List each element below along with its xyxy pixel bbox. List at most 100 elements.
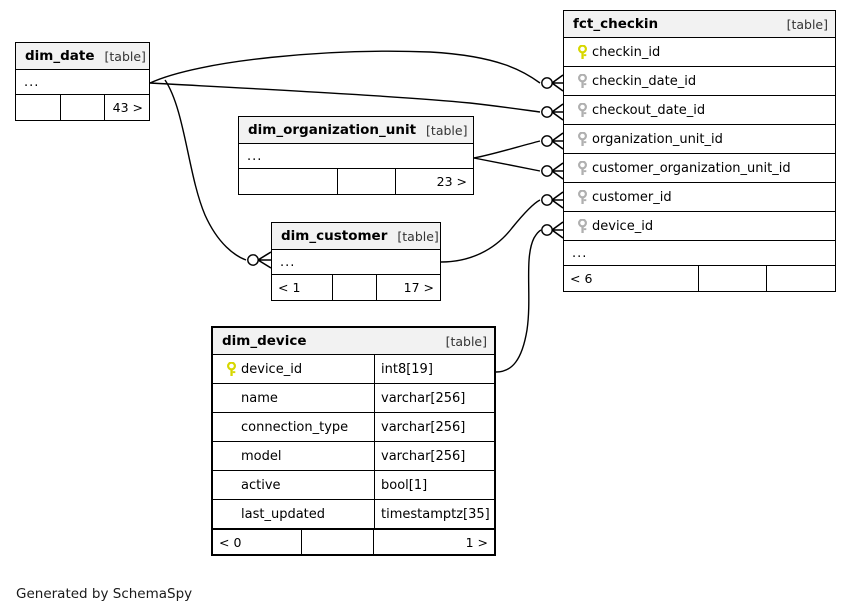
table-fct-checkin[interactable]: fct_checkin [table] checkin_id: [563, 10, 836, 292]
column-label: organization_unit_id: [592, 131, 723, 147]
footer-cell-parents[interactable]: [239, 169, 337, 194]
column-type: varchar[256]: [374, 413, 494, 441]
table-dim-customer[interactable]: dim_customer [table] ... < 1 17 >: [271, 222, 441, 301]
edge-dim-date-to-checkin-date-id: [149, 50, 541, 84]
table-type-label: [table]: [786, 16, 828, 32]
table-type-label: [table]: [397, 228, 439, 244]
column-row-checkout-date-id[interactable]: checkout_date_id: [564, 96, 835, 125]
table-header: dim_customer [table]: [272, 223, 440, 250]
primary-key-icon: [572, 44, 592, 60]
foreign-key-icon: [572, 73, 592, 89]
footer-cell-children[interactable]: 17 >: [376, 275, 440, 300]
table-header: dim_device [table]: [213, 328, 494, 355]
marker-device-id: [541, 221, 564, 239]
footer-cell-middle: [337, 169, 395, 194]
column-label: active: [241, 477, 281, 493]
footer-cell-middle: [698, 266, 766, 291]
footer-cell-children[interactable]: 23 >: [395, 169, 473, 194]
column-name-cell: active: [213, 471, 374, 499]
column-name-cell: model: [213, 442, 374, 470]
column-name-cell: customer_organization_unit_id: [564, 154, 835, 182]
foreign-key-icon: [572, 189, 592, 205]
column-label: last_updated: [241, 506, 326, 522]
table-footer: < 0 1 >: [213, 529, 494, 554]
table-footer: < 6: [564, 266, 835, 291]
table-dim-device[interactable]: dim_device [table] device_id int8[19] na…: [211, 326, 496, 556]
collapsed-columns-ellipsis: ...: [272, 250, 440, 275]
table-type-label: [table]: [104, 48, 146, 64]
marker-customer-organization-unit-id: [541, 162, 564, 180]
column-name-cell: connection_type: [213, 413, 374, 441]
marker-organization-unit-id: [541, 132, 564, 150]
column-type: varchar[256]: [374, 384, 494, 412]
column-type: bool[1]: [374, 471, 494, 499]
table-footer: 23 >: [239, 169, 473, 194]
column-name-cell: device_id: [564, 212, 835, 240]
footer-cell-parents[interactable]: < 0: [219, 534, 242, 550]
collapsed-columns-ellipsis: ...: [16, 70, 149, 95]
table-header: dim_organization_unit [table]: [239, 117, 473, 144]
column-row-device-id[interactable]: device_id int8[19]: [213, 355, 494, 384]
column-row-last-updated[interactable]: last_updated timestamptz[35]: [213, 500, 494, 529]
column-label: checkout_date_id: [592, 102, 706, 118]
column-type: int8[19]: [374, 355, 494, 383]
column-label: name: [241, 390, 278, 406]
footer-cell-parents[interactable]: < 1: [278, 280, 301, 295]
edge-dim-customer-to-customer-id: [440, 199, 541, 263]
foreign-key-icon: [572, 131, 592, 147]
foreign-key-icon: [572, 102, 592, 118]
marker-dim-customer-left: [247, 251, 272, 269]
column-row-checkin-date-id[interactable]: checkin_date_id: [564, 67, 835, 96]
column-name-cell: checkin_date_id: [564, 67, 835, 95]
column-row-checkin-id[interactable]: checkin_id: [564, 38, 835, 67]
column-row-connection-type[interactable]: connection_type varchar[256]: [213, 413, 494, 442]
column-row-customer-id[interactable]: customer_id: [564, 183, 835, 212]
column-name-cell: organization_unit_id: [564, 125, 835, 153]
table-footer: 43 >: [16, 95, 149, 120]
column-name-cell: customer_id: [564, 183, 835, 211]
footer-cell-children[interactable]: [766, 266, 835, 291]
column-row-organization-unit-id[interactable]: organization_unit_id: [564, 125, 835, 154]
column-row-device-id[interactable]: device_id: [564, 212, 835, 241]
table-header: dim_date [table]: [16, 43, 149, 70]
footer-cell-middle: [332, 275, 376, 300]
table-footer: < 1 17 >: [272, 275, 440, 300]
column-row-active[interactable]: active bool[1]: [213, 471, 494, 500]
table-title: dim_organization_unit: [248, 122, 417, 138]
table-title: dim_date: [25, 48, 95, 64]
marker-checkout-date-id: [541, 103, 564, 121]
marker-checkin-date-id: [541, 74, 564, 92]
foreign-key-icon: [572, 218, 592, 234]
footer-cell-parents[interactable]: [16, 95, 60, 120]
column-type: timestamptz[35]: [374, 500, 494, 528]
marker-customer-id: [541, 191, 564, 209]
footer-cell-middle: [301, 530, 373, 554]
footer-cell-children[interactable]: 43 >: [104, 95, 149, 120]
column-label: device_id: [592, 218, 654, 234]
column-label: checkin_date_id: [592, 73, 697, 89]
collapsed-columns-ellipsis: ...: [564, 241, 835, 266]
footer-cell-middle: [60, 95, 104, 120]
table-dim-date[interactable]: dim_date [table] ... 43 >: [15, 42, 150, 121]
column-label: connection_type: [241, 419, 349, 435]
table-title: dim_device: [222, 333, 307, 349]
column-label: model: [241, 448, 282, 464]
column-row-name[interactable]: name varchar[256]: [213, 384, 494, 413]
column-name-cell: name: [213, 384, 374, 412]
column-label: checkin_id: [592, 44, 661, 60]
column-label: device_id: [241, 361, 303, 377]
column-row-customer-organization-unit-id[interactable]: customer_organization_unit_id: [564, 154, 835, 183]
edge-dim-date-to-dim-customer: [164, 79, 247, 261]
edge-dim-device-to-device-id: [495, 229, 542, 373]
table-dim-organization-unit[interactable]: dim_organization_unit [table] ... 23 >: [238, 116, 474, 195]
column-label: customer_id: [592, 189, 672, 205]
column-label: customer_organization_unit_id: [592, 160, 791, 176]
generated-by-credit: Generated by SchemaSpy: [16, 586, 193, 602]
footer-cell-children[interactable]: 1 >: [373, 530, 494, 554]
foreign-key-icon: [572, 160, 592, 176]
edge-dim-date-to-checkout-date-id: [149, 82, 541, 113]
table-title: fct_checkin: [573, 16, 659, 32]
column-row-model[interactable]: model varchar[256]: [213, 442, 494, 471]
footer-cell-parents[interactable]: < 6: [570, 271, 593, 286]
